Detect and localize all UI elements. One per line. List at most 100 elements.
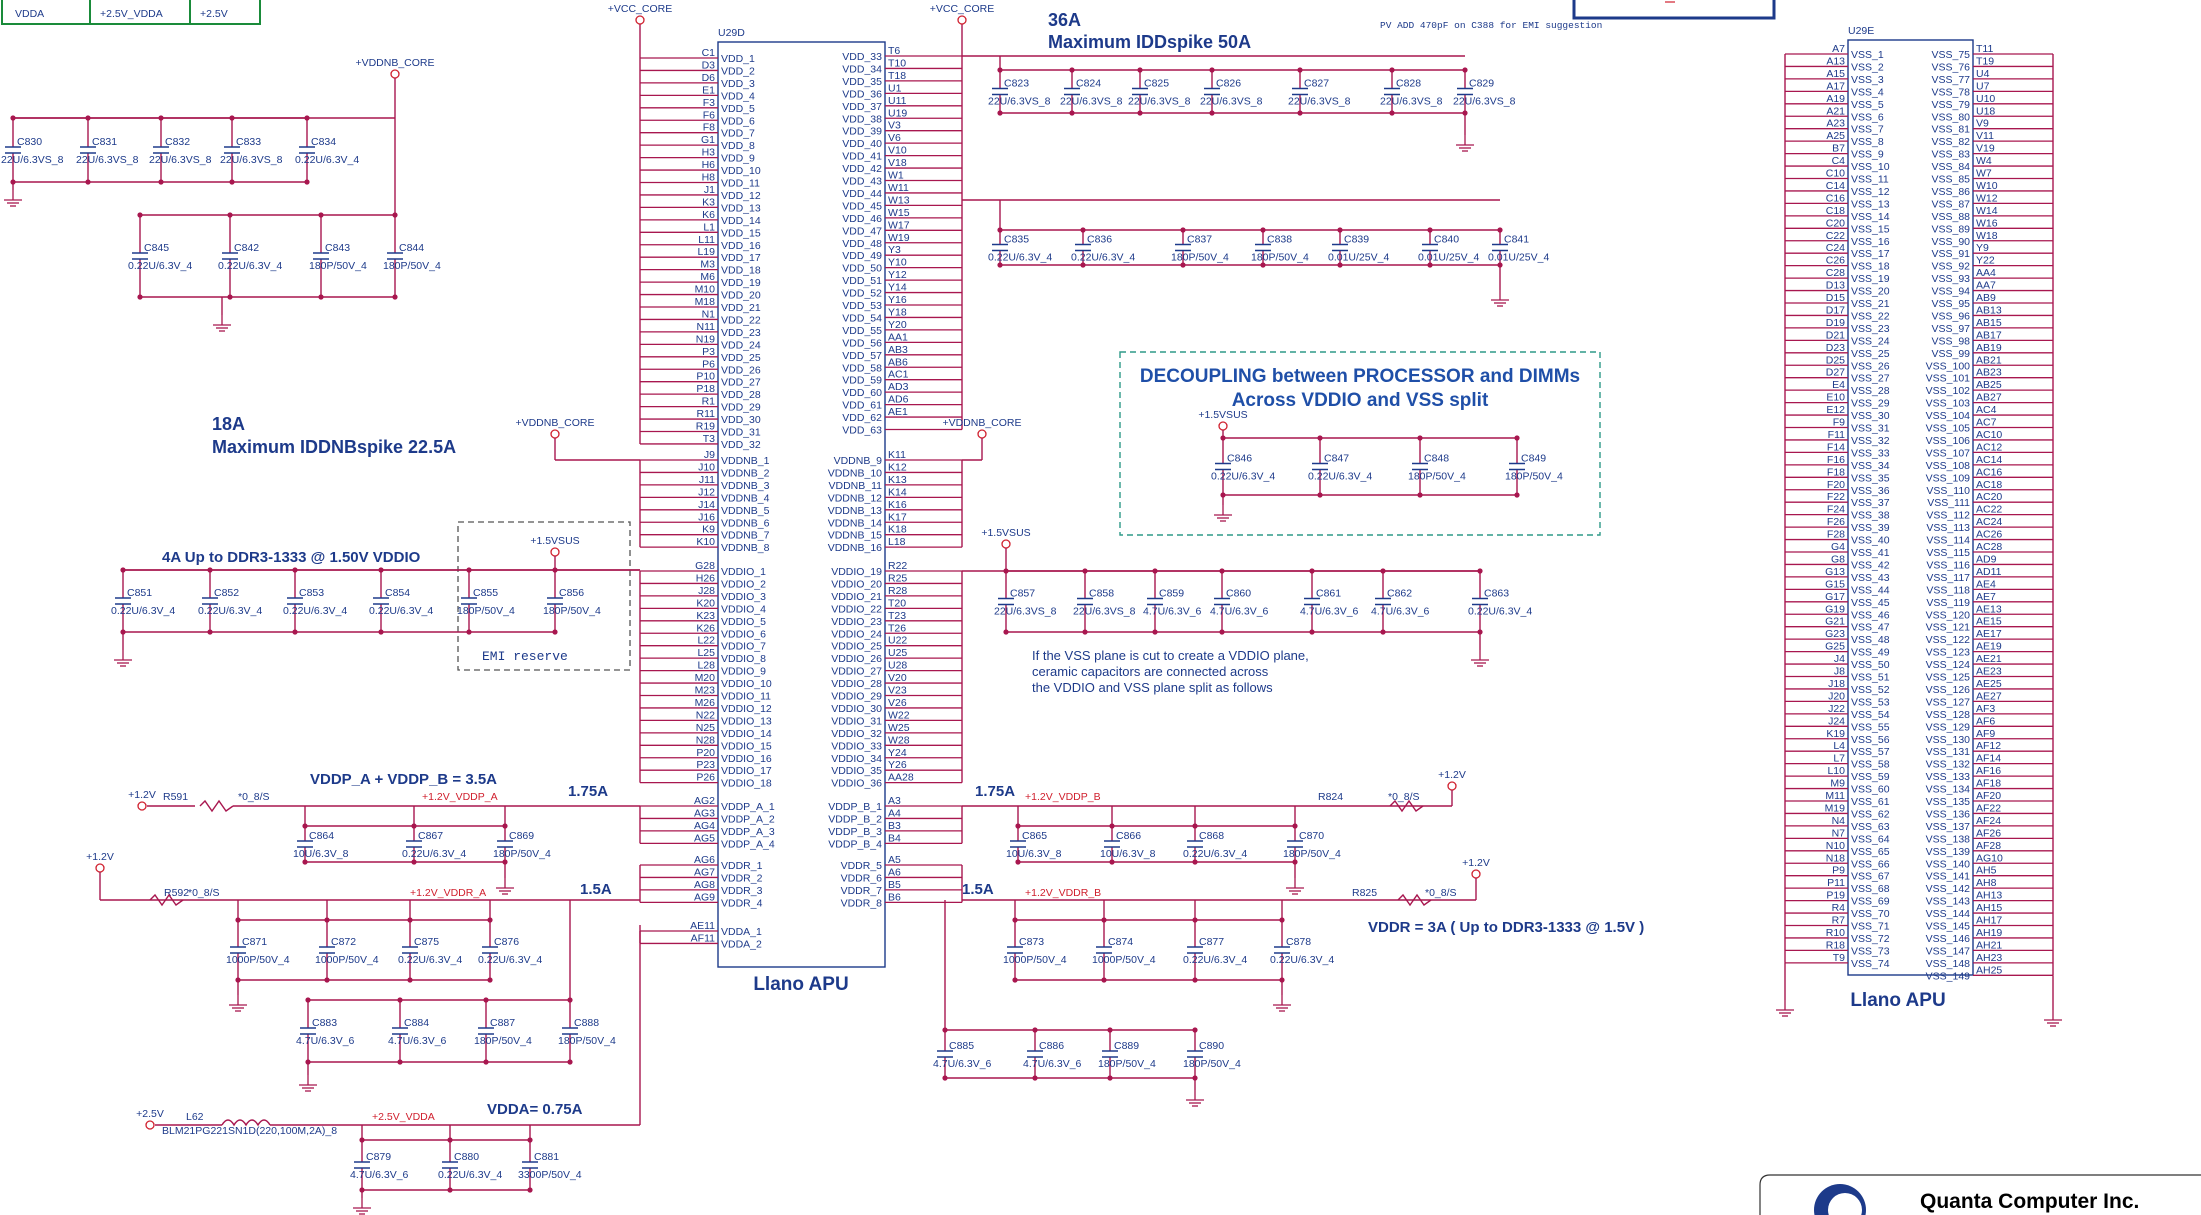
pin-number: AF24 — [1976, 815, 2001, 827]
pin-number: W1 — [888, 170, 904, 182]
pin-number: F28 — [1827, 529, 1845, 541]
pin-number: AE27 — [1976, 690, 2002, 702]
pin-number: K10 — [696, 536, 715, 548]
pin-number: C10 — [1826, 168, 1845, 180]
pin-number: AF28 — [1976, 840, 2001, 852]
pin-name: VSS_79 — [1931, 99, 1970, 111]
power-port — [1447, 781, 1457, 791]
pin-number: N1 — [702, 308, 716, 320]
pin-name: VSS_133 — [1926, 771, 1971, 783]
pin-number: N22 — [696, 709, 715, 721]
pin-name: VSS_101 — [1926, 373, 1971, 385]
pin-name: VSS_85 — [1931, 174, 1970, 186]
pin-name: VSS_129 — [1926, 721, 1971, 733]
pin-number: AF6 — [1976, 715, 1995, 727]
emi-reserve-region — [457, 521, 631, 671]
capacitor-ref: C834 — [311, 136, 336, 148]
pin-name: VDDP_B_3 — [828, 826, 882, 838]
pin-name: VDDP_A_1 — [721, 801, 775, 813]
pin-number: N4 — [1832, 815, 1846, 827]
capacitor-value: 22U/6.3VS_8 — [76, 154, 139, 166]
pin-name: VSS_65 — [1851, 846, 1890, 858]
pin-name: VSS_96 — [1931, 310, 1970, 322]
pin-name: VSS_148 — [1926, 958, 1971, 970]
pin-name: VDDNB_12 — [828, 492, 882, 504]
pin-number: N7 — [1832, 827, 1846, 839]
pin-name: VSS_98 — [1931, 335, 1970, 347]
pin-name: VDDIO_16 — [721, 753, 772, 765]
pin-name: VSS_64 — [1851, 833, 1890, 845]
pin-name: VSS_108 — [1926, 460, 1971, 472]
pin-name: VSS_88 — [1931, 211, 1970, 223]
pin-name: VSS_115 — [1926, 547, 1970, 559]
capacitor-value: 22U/6.3VS_8 — [994, 606, 1057, 618]
pin-name: VDD_10 — [721, 165, 761, 177]
pin-number: AH17 — [1976, 915, 2002, 927]
power-port — [550, 547, 560, 557]
pin-number: Y24 — [888, 747, 907, 759]
pin-name: VSS_107 — [1926, 447, 1971, 459]
pin-name: VSS_28 — [1851, 385, 1890, 397]
pin-number: AE1 — [888, 406, 908, 418]
pin-number: C26 — [1826, 255, 1845, 267]
capacitor-ref: C846 — [1227, 453, 1252, 465]
capacitor-ref: C854 — [385, 587, 410, 599]
capacitor-value: 4.7U/6.3V_6 — [1371, 606, 1430, 618]
net-label: +1.2V_VDDR_A — [410, 887, 486, 899]
pin-number: N25 — [696, 722, 715, 734]
pin-name: VDDP_A_2 — [721, 813, 775, 825]
pin-number: L1 — [703, 221, 715, 233]
pin-number: V18 — [888, 157, 907, 169]
pin-number: AE23 — [1976, 666, 2002, 678]
current-note-36a: 36A — [1048, 10, 1081, 30]
pin-number: M9 — [1830, 778, 1845, 790]
pin-number: G15 — [1825, 578, 1845, 590]
pin-number: T11 — [1976, 43, 1993, 55]
power-port — [977, 429, 987, 439]
pin-number: M11 — [1825, 790, 1845, 802]
pin-name: VDD_35 — [842, 76, 882, 88]
pin-name: VDD_18 — [721, 265, 761, 277]
current-note-vddp: VDDP_A + VDDP_B = 3.5A — [310, 771, 497, 788]
capacitor-value: 10U/6.3V_8 — [1006, 848, 1062, 860]
pin-name: VSS_34 — [1851, 460, 1890, 472]
capacitor-ref: C876 — [494, 936, 519, 948]
pin-number: R25 — [888, 572, 907, 584]
pin-number: AD3 — [888, 381, 909, 393]
pin-name: VSS_24 — [1851, 335, 1890, 347]
pin-number: U7 — [1976, 80, 1990, 92]
capacitor-value: 180P/50V_4 — [1283, 848, 1341, 860]
capacitor-ref: C832 — [165, 136, 190, 148]
pin-number: V9 — [1976, 118, 1989, 130]
pin-number: T18 — [888, 70, 906, 82]
split-note-line3: the VDDIO and VSS plane split as follows — [1032, 680, 1273, 695]
pin-number: Y26 — [888, 759, 907, 771]
pin-number: K6 — [702, 209, 715, 221]
capacitor-ref: C827 — [1304, 78, 1329, 90]
pin-name: VSS_114 — [1926, 535, 1970, 547]
pin-name: VDDIO_12 — [721, 703, 772, 715]
pin-number: W15 — [888, 207, 910, 219]
capacitor-value: 22U/6.3VS_8 — [1288, 96, 1351, 108]
pin-name: VSS_8 — [1851, 136, 1884, 148]
pin-number: T23 — [888, 610, 906, 622]
pin-name: VSS_73 — [1851, 945, 1890, 957]
power-rail-label: +VCC_CORE — [930, 3, 994, 15]
capacitor-ref: C838 — [1267, 234, 1292, 246]
capacitor-ref: C856 — [559, 587, 584, 599]
pin-number: K11 — [888, 449, 906, 461]
capacitor-value: 0.22U/6.3V_4 — [402, 848, 466, 860]
capacitor-ref: C823 — [1004, 78, 1029, 90]
capacitor-ref: C837 — [1187, 234, 1212, 246]
inductor-symbol — [221, 1119, 271, 1127]
pin-name: VDD_59 — [842, 375, 882, 387]
pin-number: J20 — [1828, 690, 1845, 702]
capacitor-ref: C851 — [127, 587, 152, 599]
pin-name: VSS_80 — [1931, 111, 1970, 123]
pin-number: G17 — [1825, 591, 1845, 603]
capacitor-value: 22U/6.3VS_8 — [988, 96, 1051, 108]
power-port — [1218, 421, 1228, 431]
pin-name: VDDIO_27 — [831, 666, 882, 678]
pin-number: P19 — [1826, 890, 1845, 902]
pin-name: VSS_100 — [1926, 360, 1971, 372]
